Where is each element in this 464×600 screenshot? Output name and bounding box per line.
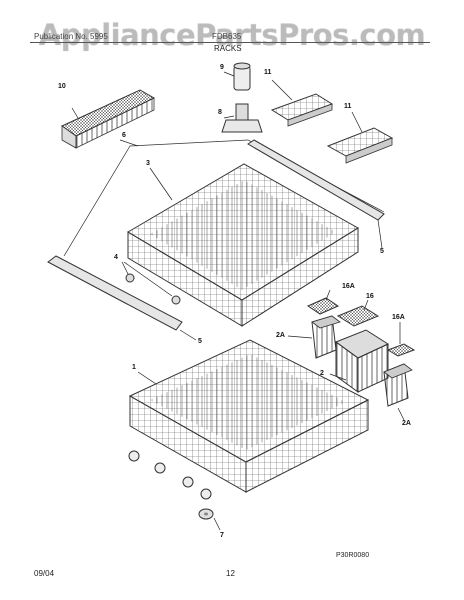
basket-lid-part-16a-left[interactable] [306,289,340,315]
callout-2a-right: 2A [402,420,411,427]
cup-shelf-part-b[interactable] [326,111,394,164]
footer-page-number: 12 [226,569,235,578]
callout-16a-right: 16A [392,314,405,321]
lower-rack-part[interactable] [128,339,370,493]
section-title: RACKS [214,44,242,53]
diagram-code: P30R0080 [336,552,370,559]
basket-part-2a-right[interactable] [383,363,413,421]
callout-7: 7 [220,532,224,539]
callout-6: 6 [122,132,126,139]
callout-16: 16 [366,293,374,300]
callout-3: 3 [146,160,150,167]
rack-rail-top-part[interactable] [247,139,385,249]
callout-16a-left: 16A [342,283,355,290]
upper-rack-part[interactable] [127,163,359,327]
basket-lid-part-16a-right[interactable] [386,322,416,357]
footer-date: 09/04 [34,569,55,578]
rack-rail-bottom-part[interactable] [47,255,197,341]
callout-4: 4 [114,254,118,261]
basket-lid-part-16[interactable] [336,299,380,327]
callout-11-a: 11 [264,69,272,76]
rack-wheel-part[interactable] [121,261,181,305]
callout-5-bottom: 5 [198,338,202,345]
header-divider [30,42,430,43]
callout-2a-left: 2A [276,332,285,339]
callout-10: 10 [58,83,66,90]
watermark-logo: AppliancePartsPros.com [38,18,426,52]
wheel-part-7[interactable] [198,508,221,531]
callout-1: 1 [132,364,136,371]
callout-11-b: 11 [344,103,352,110]
callout-8: 8 [218,109,222,116]
nozzle-mount-part[interactable] [221,103,263,133]
publication-number: Publication No. 5995 [34,32,108,41]
manifold-tube-part[interactable] [223,62,251,91]
callout-5-top: 5 [380,248,384,255]
model-number: FDB635 [212,32,242,41]
cup-shelf-part-a[interactable] [270,79,334,127]
basket-part-2a-left[interactable] [287,315,341,359]
callout-9: 9 [220,64,224,71]
lower-rack-wheels [128,450,212,500]
callout-2: 2 [320,370,324,377]
silverware-tray-part[interactable] [61,89,156,149]
basket-part-2[interactable] [329,329,390,393]
